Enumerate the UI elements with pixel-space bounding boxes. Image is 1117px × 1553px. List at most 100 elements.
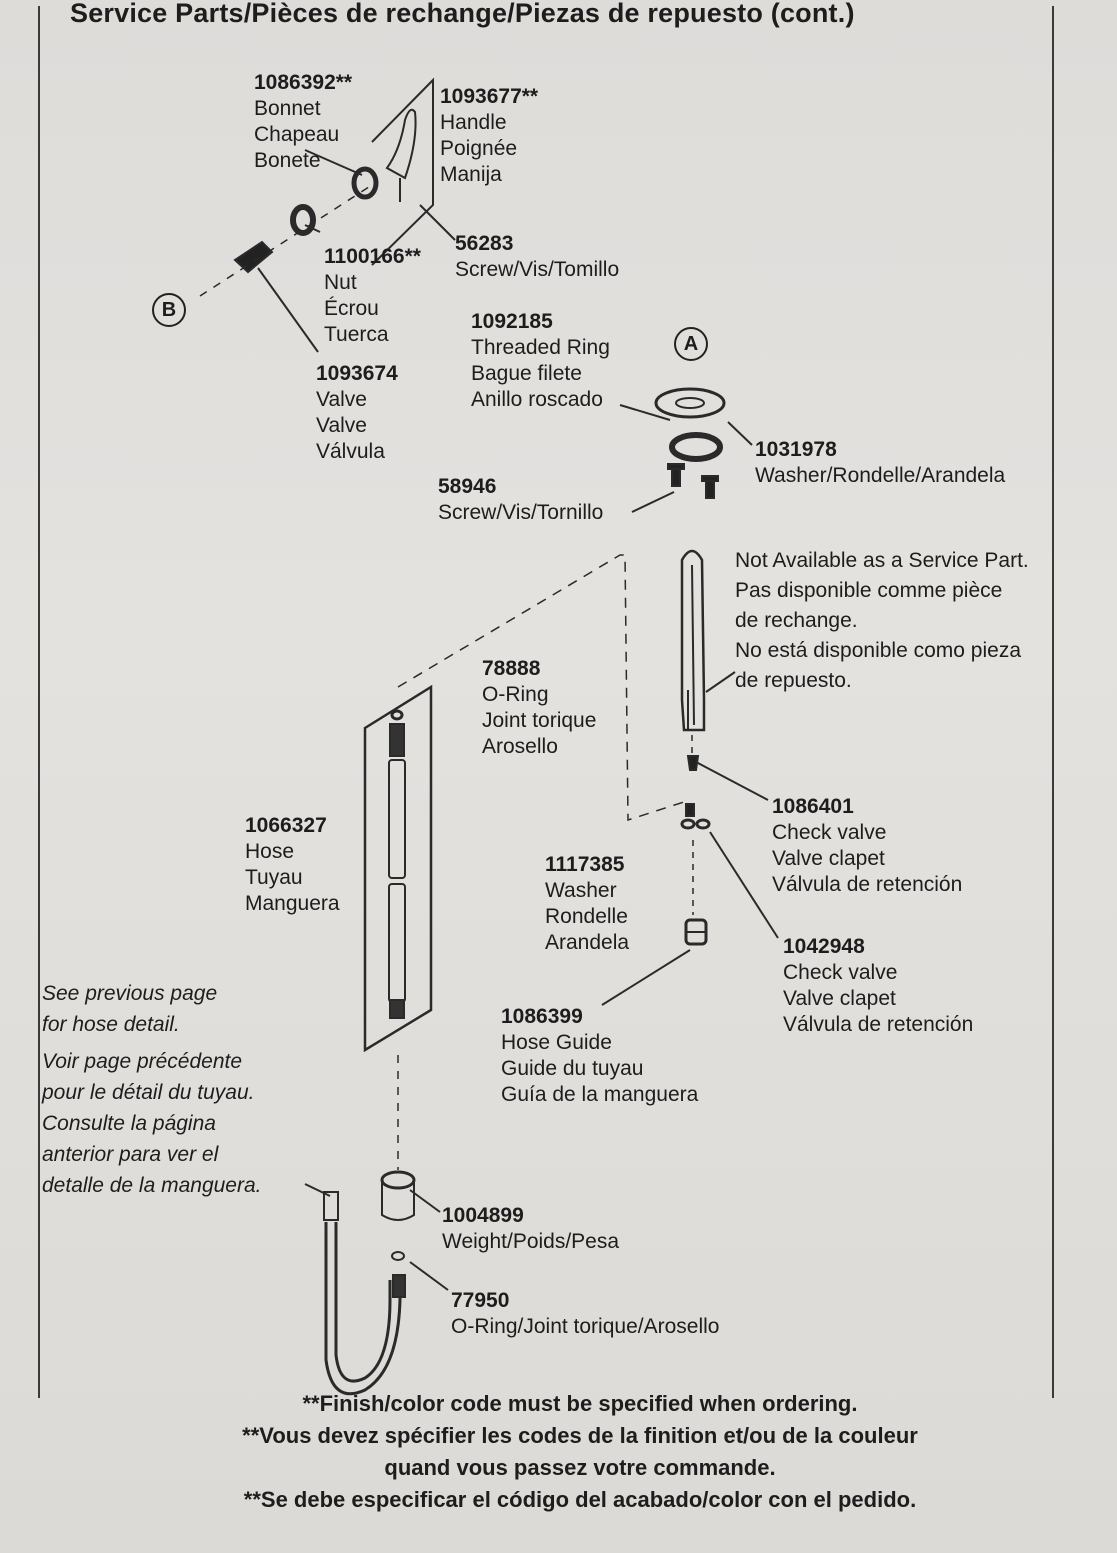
- bonnet-shape: [351, 166, 379, 200]
- note-line: detalle de la manguera.: [42, 1174, 262, 1197]
- note-line: See previous page: [42, 982, 218, 1005]
- part-description: Check valve: [772, 821, 887, 844]
- part-number: 1117385: [545, 853, 625, 876]
- page-frame: [38, 6, 1054, 1398]
- part-number: 1086399: [501, 1005, 583, 1028]
- part-description: Poignée: [440, 137, 518, 160]
- leader-check-valve-1042948: [709, 831, 779, 939]
- part-description: Washer: [545, 879, 617, 902]
- note-line: for hose detail.: [42, 1013, 180, 1036]
- part-description: Tuyau: [245, 866, 303, 889]
- part-number: 56283: [455, 232, 514, 255]
- handle-plate: [371, 77, 434, 266]
- footnote-line: quand vous passez votre commande.: [384, 1455, 776, 1480]
- part-description: Tuerca: [324, 323, 389, 346]
- part-description: de rechange.: [735, 609, 858, 632]
- part-description: Valve clapet: [783, 987, 896, 1010]
- part-description: Válvula de retención: [772, 873, 963, 896]
- part-description: Écrou: [324, 297, 379, 320]
- oring-77950-shape: [391, 1251, 405, 1261]
- part-description: Screw/Vis/Tomillo: [455, 258, 620, 281]
- valve-shape: [233, 240, 274, 274]
- part-number: 1031978: [755, 438, 837, 461]
- part-description: Handle: [440, 111, 507, 134]
- part-description: Válvula de retención: [783, 1013, 974, 1036]
- part-description: Pas disponible comme pièce: [735, 579, 1003, 602]
- leader-screw-58946: [631, 491, 675, 513]
- part-description: Rondelle: [545, 905, 628, 928]
- footnote-line: **Se debe especificar el código del acab…: [243, 1487, 917, 1512]
- leader-hose-guide: [601, 949, 691, 1006]
- leader-washer-1031978: [727, 421, 753, 446]
- part-description: No está disponible como pieza: [735, 639, 1022, 662]
- leader-threaded-ring: [619, 404, 671, 421]
- part-description: Check valve: [783, 961, 898, 984]
- hose-panel: [363, 684, 433, 1053]
- leader-bonnet: [304, 149, 363, 176]
- part-description: Guía de la manguera: [501, 1083, 699, 1106]
- part-number: 78888: [482, 657, 541, 680]
- part-description: Chapeau: [254, 123, 340, 146]
- part-number: 77950: [451, 1289, 510, 1312]
- part-number: 1004899: [442, 1204, 524, 1227]
- part-description: Bonete: [254, 149, 321, 172]
- hose-detail-note: See previous page for hose detail. Voir …: [42, 978, 262, 1201]
- spout-body-shape: [680, 549, 706, 732]
- part-description: Hose: [245, 840, 295, 863]
- hose-loop: [324, 1222, 402, 1396]
- leader-not-available: [705, 671, 736, 693]
- part-description: Valve: [316, 414, 367, 437]
- threaded-ring-shape: [654, 387, 726, 419]
- part-description: Anillo roscado: [471, 388, 603, 411]
- leader-valve: [257, 267, 319, 353]
- hose-segment-upper: [388, 759, 406, 879]
- part-description: Hose Guide: [501, 1031, 612, 1054]
- part-description: O-Ring/Joint torique/Arosello: [451, 1315, 720, 1338]
- callout-b: B: [152, 293, 186, 327]
- part-description: Válvula: [316, 440, 385, 463]
- weight-shape: [380, 1170, 416, 1190]
- part-number: 1086401: [772, 795, 854, 818]
- part-description: Screw/Vis/Tornillo: [438, 501, 604, 524]
- hose-segment-lower: [388, 883, 406, 1003]
- part-number: 1066327: [245, 814, 327, 837]
- screws-58946-shape: [667, 463, 719, 499]
- part-description: Joint torique: [482, 709, 597, 732]
- part-number: 58946: [438, 475, 497, 498]
- part-number: 1086392**: [254, 71, 353, 94]
- part-description: Manija: [440, 163, 502, 186]
- leader-hose-note: [304, 1183, 331, 1197]
- nut-shape: [290, 204, 316, 236]
- part-description: Valve clapet: [772, 847, 885, 870]
- ordering-footnote: **Finish/color code must be specified wh…: [150, 1388, 1010, 1516]
- note-line: Voir page précédente: [42, 1050, 243, 1073]
- part-description: O-Ring: [482, 683, 549, 706]
- part-description: Manguera: [245, 892, 340, 915]
- part-description: Arandela: [545, 931, 630, 954]
- part-description: Valve: [316, 388, 367, 411]
- part-number: 1042948: [783, 935, 865, 958]
- leader-check-valve-1086401: [695, 761, 769, 801]
- part-description: Bonnet: [254, 97, 321, 120]
- part-number: 1100166**: [324, 245, 421, 268]
- footnote-line: **Vous devez spécifier les codes de la f…: [242, 1423, 918, 1448]
- washer-1031978-shape: [669, 432, 723, 462]
- callout-a: A: [674, 327, 708, 361]
- part-description: Washer/Rondelle/Arandela: [755, 464, 1006, 487]
- part-description: Weight/Poids/Pesa: [442, 1230, 620, 1253]
- handle-lever: [385, 108, 417, 180]
- part-description: Arosello: [482, 735, 558, 758]
- part-number: 1092185: [471, 310, 553, 333]
